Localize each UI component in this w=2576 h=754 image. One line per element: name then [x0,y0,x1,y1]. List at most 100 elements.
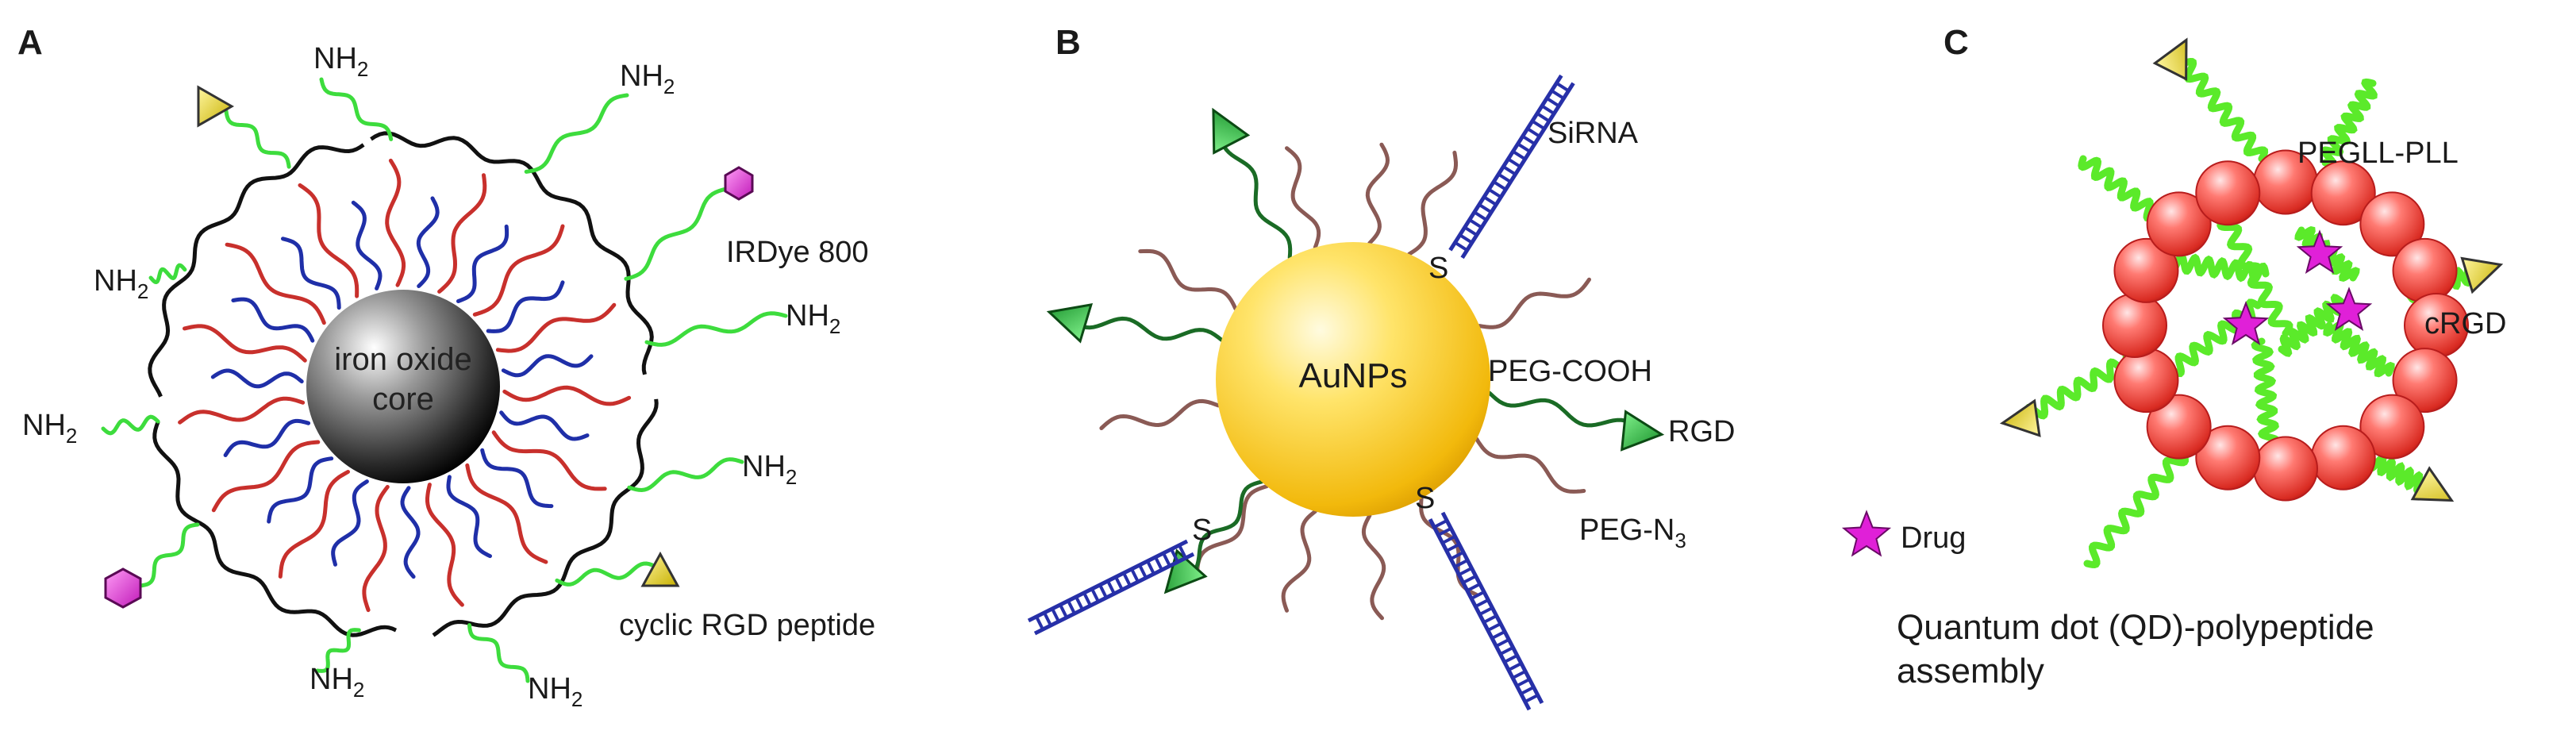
sirna-rung [1433,519,1448,529]
amine-linker [555,561,659,587]
panel-a-letter: A [17,23,43,62]
rgd-triangle-icon [1212,107,1251,155]
sirna-strand [1460,82,1575,260]
thiol-label: S [1415,482,1435,515]
sirna-rung [1551,89,1565,100]
rgd-peptide-triangle-icon [197,85,235,128]
red-chain [437,173,487,294]
amine-label-bottom-right: NH2 [528,672,582,711]
sirna-rung [1478,606,1494,616]
micelle-boundary [148,131,659,637]
sirna-rung [1482,195,1498,206]
sirna-rung [1471,591,1485,600]
blue-chain [281,237,341,310]
amine-linker [315,628,361,673]
core-label-line2: core [372,382,434,417]
sirna-rung [1516,678,1531,687]
sirna-rung [1521,135,1536,146]
red-chain [298,183,359,298]
quantum-dot-bead [2359,191,2425,257]
sirna-rung [1459,233,1473,244]
cyclic-rgd-label: cyclic RGD peptide [619,609,875,642]
sirna-rung [1454,240,1468,252]
amine-label-bottom: NH2 [310,663,364,702]
panel-c-letter: C [1944,23,1969,62]
sirna-rung [1540,104,1555,115]
amine-label-top-right: NH2 [620,60,675,98]
amine-linker [101,414,160,436]
quantum-dot-bead [2392,348,2458,414]
sirna-rung [1146,560,1155,575]
sirna-rung [1082,592,1092,606]
rgd-label: RGD [1668,415,1735,448]
blue-chain [480,448,554,509]
peg-chain [1281,509,1317,613]
quantum-dot-bead [2146,191,2212,257]
sirna-rung [1178,544,1187,559]
sirna-rung [1499,646,1514,656]
peg-cooh-label: PEG-COOH [1488,355,1652,388]
quantum-dot-bead [2310,425,2376,490]
amine-linker [624,187,729,281]
quantum-dot-bead [2195,425,2261,490]
panel-b: B AuNPs S S S SiRNA PEG-COOH RGD PEG-N3 [1027,23,1735,711]
sirna-rung [1075,596,1084,610]
red-chain [502,385,632,406]
peg-chain [1477,277,1591,329]
sirna-rung [1546,97,1560,108]
red-chain [178,396,306,425]
sirna-rung [1454,559,1469,568]
sirna-rung [1106,580,1116,594]
sirna-rung [1051,608,1060,622]
rgd-linker [1176,479,1264,580]
sirna-rung [1524,694,1539,703]
panel-a: A iron oxide core NH2 NH2 NH2 NH2 NH2 NH… [17,23,875,711]
crgd-label: cRGD [2424,307,2506,340]
peg-chain [1361,514,1386,621]
blue-chain [231,297,315,343]
sirna-rung [1507,157,1521,168]
sirna-rung [1098,584,1108,598]
red-chain [183,324,307,363]
sirna-strands [1027,74,1575,711]
quantum-dot-bead [2253,436,2318,502]
sirna-rung [1512,150,1526,161]
polypeptide-chain [2016,349,2139,429]
crgd-triangle-icon [2410,466,2455,502]
blue-chain [456,224,509,303]
panel-a-chains [178,158,632,613]
peg-chain [1474,437,1586,494]
peg-chain [1365,142,1390,245]
polypeptide-chain [2171,52,2269,163]
sirna-rung [1491,630,1506,640]
quantum-dot-bead [2113,348,2179,414]
thiol-label: S [1428,252,1448,285]
sirna-rung [1531,119,1546,130]
drug-star-icon [2222,301,2270,345]
peg-chain [1099,398,1221,430]
quantum-dot-bead [2195,160,2261,226]
blue-chain [416,196,440,288]
sirna-rung [1466,583,1481,592]
rgd-peptide-triangle-icon [640,551,680,587]
quantum-dot-bead [2359,394,2425,460]
sirna-rung [1495,638,1510,648]
sirna-rung [1482,614,1498,624]
red-chain [472,224,565,317]
amine-linker [627,457,744,493]
sirna-rung [1090,588,1100,602]
peg-chains [1099,142,1591,621]
drug-stars [2222,229,2373,345]
rgd-linkers [1046,107,1665,594]
panel-c: C PEGLL-PLL cRGD Drug Quantum dot (QD)-p… [1841,23,2506,691]
crgd-triangle-icon [2152,37,2188,82]
amine-label-lower-right: NH2 [742,450,797,489]
caption-line1: Quantum dot (QD)-polypeptide [1897,608,2374,647]
thiol-label: S [1192,514,1212,547]
sirna-rung [1478,203,1493,214]
drug-legend-label: Drug [1901,521,1966,555]
blue-chain [267,456,334,524]
drug-star-icon [2296,229,2343,274]
amine-linker [524,93,629,174]
